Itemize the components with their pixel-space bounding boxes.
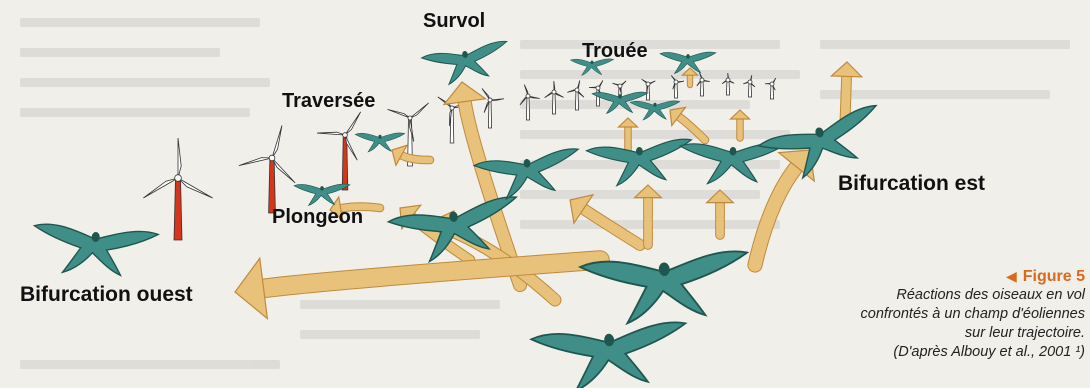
bird-body (421, 40, 512, 88)
turbine-blade (345, 112, 361, 135)
bird-body (31, 222, 159, 280)
bird (680, 143, 785, 184)
turbine-hub (269, 155, 275, 161)
arrow-shaft (755, 167, 797, 265)
bird (580, 250, 751, 326)
trajectory-arrow (731, 110, 750, 138)
trajectory-arrow (682, 68, 697, 85)
turbine-mast (174, 178, 182, 240)
bird-head (686, 54, 690, 59)
turbine-blade (410, 103, 429, 118)
arrow-head (635, 185, 662, 198)
caption-line-3: sur leur trajectoire. (800, 324, 1085, 343)
turbine-blade (178, 178, 213, 198)
turbine-blade (272, 125, 282, 158)
label-trouee: Trouée (582, 40, 648, 63)
label-plongeon: Plongeon (272, 206, 363, 229)
wind-turbine (317, 112, 361, 190)
bird (294, 184, 350, 205)
turbine-hub (526, 94, 530, 98)
turbine-hub (674, 80, 678, 84)
figure-caption: ◀ Figure 5 Réactions des oiseaux en vol c… (800, 268, 1085, 362)
turbine-mast (269, 158, 276, 213)
caption-line-2: confrontés à un champ d'éoliennes (800, 305, 1085, 324)
trajectory-arrow (635, 185, 662, 245)
turbine-hub (175, 175, 182, 182)
trajectory-arrow (707, 190, 734, 235)
turbine-blade (143, 178, 178, 198)
caption-line-1: Réactions des oiseaux en vol (800, 286, 1085, 305)
bird (531, 321, 691, 388)
bird-head (730, 147, 737, 156)
wind-turbine (482, 89, 504, 128)
arrow-head (235, 258, 267, 318)
turbine-hub (646, 82, 650, 86)
turbine-hub (770, 82, 774, 86)
arrow-head (444, 82, 485, 104)
wind-turbine (671, 76, 684, 98)
caption-triangle-icon: ◀ (1006, 268, 1017, 284)
arrow-shaft (845, 76, 847, 120)
turbine-blade (272, 158, 295, 183)
turbine-hub (748, 80, 752, 84)
label-bifurcation-ouest: Bifurcation ouest (20, 283, 193, 307)
turbine-blade (178, 138, 181, 178)
turbine-mast (575, 90, 578, 110)
turbine-mast (552, 92, 555, 114)
turbine-mast (700, 80, 703, 96)
bird-body (586, 138, 695, 188)
bird (31, 222, 159, 280)
arrow-head (707, 190, 734, 203)
wind-turbine (520, 85, 540, 120)
trajectory-arrow (570, 195, 640, 245)
wind-turbine (143, 138, 212, 240)
turbine-hub (488, 98, 492, 102)
turbine-blade (388, 109, 410, 118)
wind-turbine (697, 72, 710, 96)
turbine-hub (700, 78, 704, 82)
arrow-head (831, 62, 861, 77)
turbine-hub (575, 88, 579, 92)
label-survol: Survol (423, 10, 485, 33)
turbine-hub (450, 106, 454, 110)
arrow-head (731, 110, 750, 119)
wind-turbine (239, 125, 295, 213)
arrow-shaft (583, 209, 640, 245)
arrow-head (619, 118, 638, 127)
wind-turbine (642, 79, 656, 100)
bird-head (653, 103, 656, 107)
label-traversee: Traversée (282, 90, 375, 113)
wind-turbine (743, 75, 755, 97)
bird-body (531, 321, 691, 388)
figure-number: Figure 5 (1023, 268, 1085, 285)
bird-head (378, 135, 381, 139)
bird-head (618, 94, 622, 99)
bird-body (580, 250, 751, 326)
bird (586, 138, 695, 188)
turbine-hub (343, 133, 348, 138)
turbine-hub (618, 84, 622, 88)
wind-turbine (567, 80, 584, 110)
caption-source: (D'après Albouy et al., 2001 ¹) (800, 343, 1085, 362)
turbine-blade (317, 132, 345, 135)
turbine-mast (488, 100, 491, 128)
arrow-shaft (679, 116, 705, 140)
bird (421, 40, 512, 88)
turbine-hub (596, 86, 600, 90)
turbine-blade (239, 158, 272, 166)
wind-turbine (545, 81, 564, 114)
bird-head (320, 186, 324, 191)
trajectory-arrow (670, 107, 705, 140)
wind-turbine (722, 73, 734, 95)
turbine-mast (526, 96, 529, 120)
turbine-hub (552, 90, 556, 94)
wind-turbine (765, 78, 776, 99)
label-bifurcation-est: Bifurcation est (838, 172, 985, 196)
turbine-hub (726, 78, 730, 82)
turbine-hub (408, 116, 412, 120)
